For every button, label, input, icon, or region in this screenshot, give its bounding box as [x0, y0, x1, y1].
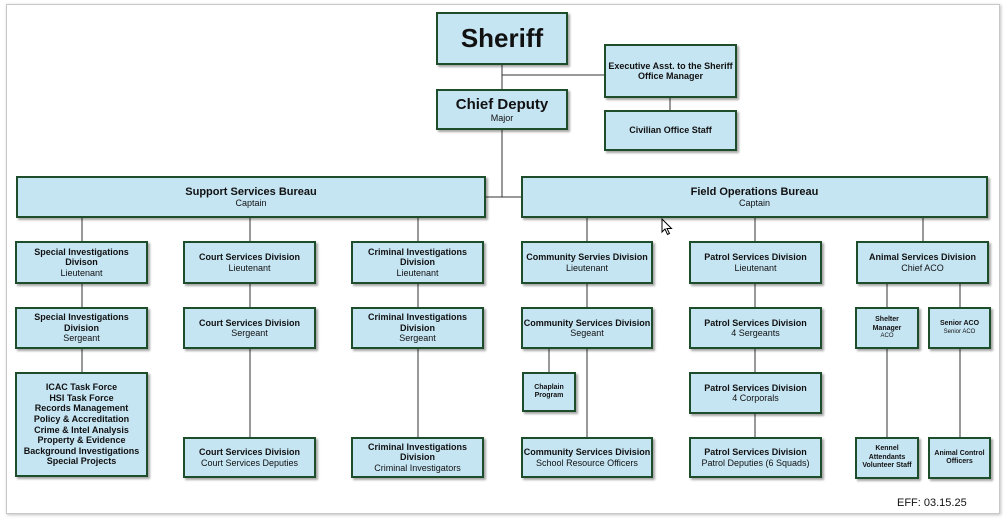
rank-label: 4 Corporals: [732, 393, 779, 403]
division-title: Criminal Investigations Division: [367, 312, 468, 333]
division-title: Court Services Division: [198, 317, 301, 328]
unit-label: Animal Control: [934, 449, 985, 457]
division-title: Patrol Services Division: [704, 447, 807, 458]
division-title: Patrol Services Division: [704, 252, 807, 263]
division-title: Court Services Division: [198, 447, 301, 458]
patrol-cpl-box: Patrol Services Division 4 Corporals: [689, 372, 822, 414]
rank-label: Lieutenant: [60, 267, 103, 278]
court-lt-box: Court Services Division Lieutenant: [183, 241, 316, 284]
support-bureau-box: Support Services Bureau Captain: [16, 176, 486, 218]
special-inv-units-box: ICAC Task Force HSI Task Force Records M…: [15, 372, 148, 477]
chief-deputy-box: Chief Deputy Major: [436, 89, 568, 130]
unit-label: Attendants: [868, 453, 906, 461]
shelter-manager-box: Shelter Manager ACO: [855, 307, 919, 349]
effective-date: EFF: 03.15.25: [897, 497, 967, 509]
division-title: Community Services Division: [523, 447, 651, 458]
animal-chief-box: Animal Services Division Chief ACO: [856, 241, 989, 284]
field-bureau-box: Field Operations Bureau Captain: [521, 176, 988, 218]
division-title: Criminal Investigations Division: [367, 246, 468, 268]
patrol-lt-box: Patrol Services Division Lieutenant: [689, 241, 822, 284]
community-sro-box: Community Services Division School Resou…: [521, 437, 653, 478]
support-bureau-title: Support Services Bureau: [185, 185, 317, 198]
rank-label: Sergeant: [63, 333, 100, 344]
unit-label: Program: [534, 392, 564, 399]
exec-asst-subtitle: Office Manager: [637, 71, 704, 81]
animal-control-officers-box: Animal Control Officers: [928, 437, 991, 479]
chaplain-program-box: Chaplain Program: [522, 372, 576, 412]
unit-label: Shelter: [875, 316, 899, 324]
rank-label: Criminal Investigators: [374, 462, 461, 473]
civilian-staff-title: Civilian Office Staff: [629, 125, 712, 136]
unit-item: Property & Evidence: [37, 435, 126, 446]
criminal-inv-lt-box: Criminal Investigations Division Lieuten…: [351, 241, 484, 284]
mouse-pointer-icon: [661, 218, 673, 236]
community-sgt-box: Community Services Division Segeant: [521, 307, 653, 349]
chief-deputy-subtitle: Major: [490, 112, 514, 123]
criminal-inv-sgt-box: Criminal Investigations Division Sergean…: [351, 307, 484, 349]
civilian-staff-box: Civilian Office Staff: [604, 110, 737, 151]
rank-label: Lieutenant: [228, 262, 271, 273]
rank-label: School Resource Officers: [536, 457, 638, 468]
division-title: Court Services Division: [198, 252, 301, 263]
division-title: Patrol Services Division: [704, 382, 807, 393]
field-bureau-subtitle: Captain: [738, 198, 771, 209]
field-bureau-title: Field Operations Bureau: [690, 185, 819, 198]
court-sgt-box: Court Services Division Sergeant: [183, 307, 316, 349]
unit-item: Special Projects: [46, 456, 117, 467]
division-title: Patrol Services Division: [704, 317, 807, 328]
special-inv-sgt-box: Special Investigations Division Sergeant: [15, 307, 148, 349]
unit-item: Background Investigations: [23, 445, 140, 456]
rank-label: Lieutenant: [565, 262, 609, 273]
division-title: Criminal Investigations Division: [367, 441, 468, 463]
rank-label: ACO: [880, 332, 894, 339]
unit-label: Senior ACO: [939, 320, 980, 328]
division-title: Special Investigations Divison: [34, 246, 129, 268]
patrol-deputies-box: Patrol Services Division Patrol Deputies…: [689, 437, 822, 478]
unit-item: Records Management: [34, 403, 129, 414]
rank-label: Segeant: [570, 328, 604, 338]
unit-label: Officers: [946, 458, 973, 465]
unit-item: HSI Task Force: [49, 392, 114, 403]
unit-label: Chaplain: [534, 383, 564, 391]
rank-label: Lieutenant: [396, 267, 439, 278]
unit-label: Kennel: [875, 445, 899, 453]
sheriff-title: Sheriff: [460, 22, 544, 53]
community-lt-box: Community Servies Division Lieutenant: [521, 241, 653, 284]
division-title: Community Servies Division: [526, 252, 648, 263]
unit-label: Volunteer Staff: [862, 462, 912, 470]
unit-item: Crime & Intel Analysis: [34, 424, 129, 435]
rank-label: 4 Sergeants: [731, 328, 780, 338]
rank-label: Chief ACO: [901, 262, 944, 273]
division-title: Community Services Division: [523, 317, 651, 328]
rank-label: Senior ACO: [943, 328, 976, 335]
exec-asst-title: Executive Asst. to the Sheriff: [608, 60, 733, 71]
rank-label: Patrol Deputies (6 Squads): [701, 457, 810, 468]
rank-label: Lieutenant: [734, 262, 777, 273]
special-inv-lt-box: Special Investigations Divison Lieutenan…: [15, 241, 148, 284]
court-deputies-box: Court Services Division Court Services D…: [183, 437, 316, 478]
unit-item: Policy & Accreditation: [33, 413, 130, 424]
unit-item: ICAC Task Force: [45, 382, 118, 393]
sheriff-box: Sheriff: [436, 12, 568, 65]
exec-asst-box: Executive Asst. to the Sheriff Office Ma…: [604, 44, 737, 98]
support-bureau-subtitle: Captain: [235, 198, 267, 209]
senior-aco-box: Senior ACO Senior ACO: [928, 307, 991, 349]
rank-label: Sergeant: [231, 328, 268, 338]
patrol-sgt-box: Patrol Services Division 4 Sergeants: [689, 307, 822, 349]
criminal-investigators-box: Criminal Investigations Division Crimina…: [351, 437, 484, 478]
division-title: Special Investigations Division: [34, 312, 129, 333]
rank-label: Sergeant: [399, 333, 436, 344]
kennel-attendants-box: Kennel Attendants Volunteer Staff: [855, 437, 919, 479]
division-title: Animal Services Division: [868, 252, 977, 263]
unit-label: Manager: [872, 324, 902, 332]
chief-deputy-title: Chief Deputy: [455, 95, 549, 113]
rank-label: Court Services Deputies: [200, 457, 299, 468]
